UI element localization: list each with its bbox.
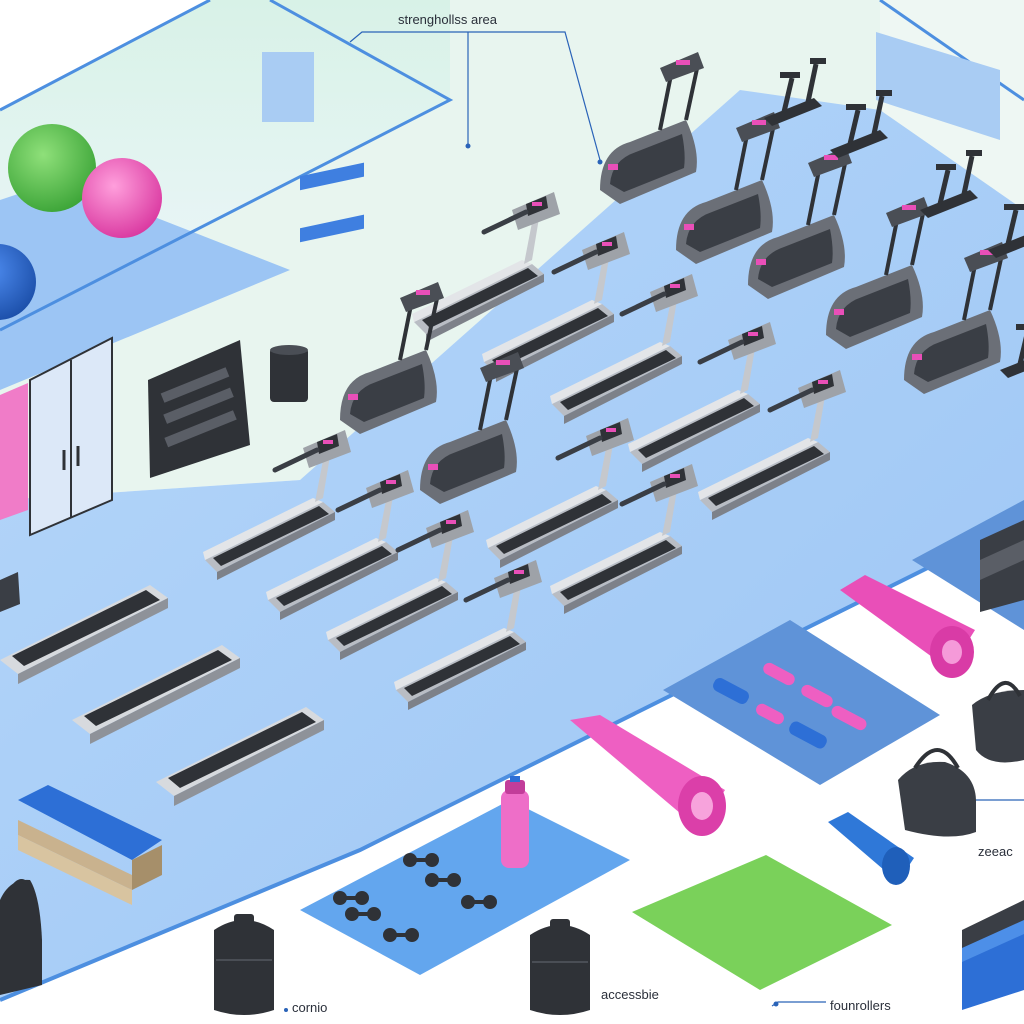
treadmill-group [0,192,846,806]
exercise-bike-icon[interactable] [830,90,892,158]
trash-bin-icon[interactable] [530,919,590,1015]
floor-mat-icon[interactable] [663,620,940,785]
gym-bag-icon[interactable] [0,879,42,995]
floor-mat-icon[interactable] [300,800,630,975]
floor-mat-icon[interactable] [632,855,892,990]
treadmill-icon[interactable] [203,430,351,580]
yoga-mat-icon[interactable] [570,715,726,836]
elliptical-icon[interactable] [420,352,524,504]
label-bottom-left: cornio [292,1000,327,1015]
annotation-right: zeeac [976,799,1024,859]
treadmill-icon[interactable] [628,322,776,472]
elliptical-group [340,52,1024,504]
towel-stack-icon[interactable] [980,520,1024,612]
dumbbell-icon[interactable] [333,853,497,942]
trash-bin-icon[interactable] [214,914,274,1015]
exercise-bike-icon[interactable] [764,58,826,126]
treadmill-icon[interactable] [326,510,474,660]
elliptical-icon[interactable] [826,197,930,349]
treadmill-icon[interactable] [412,192,560,342]
annotation-bottom-left: cornio [284,1000,327,1015]
label-strength-area: strenghollss area [398,12,498,27]
door-icon[interactable] [0,336,113,537]
wall-sign-icon [300,162,364,243]
treadmill-icon[interactable] [394,560,542,710]
water-bottle-icon[interactable] [501,776,529,868]
annotation-bottom-right: founrollers [771,998,891,1013]
elliptical-icon[interactable] [748,147,852,299]
treadmill-icon[interactable] [550,274,698,424]
treadmill-icon[interactable] [266,470,414,620]
exercise-ball-group [0,124,162,320]
exercise-bike-icon[interactable] [988,190,1024,258]
label-bottom-center: accessbie [601,987,659,1002]
gym-bag-icon[interactable] [898,748,976,837]
treadmill-icon[interactable] [0,585,168,684]
small-weights-icon[interactable] [711,661,869,751]
exercise-bike-icon[interactable] [1000,310,1024,378]
towel-stack-icon[interactable] [962,900,1024,1010]
annotation-bottom-center: accessbie [601,987,659,1002]
treadmill-icon[interactable] [550,464,698,614]
exercise-ball-icon[interactable] [0,244,36,320]
exercise-bike-icon[interactable] [920,150,982,218]
treadmill-icon[interactable] [0,572,20,612]
dumbbell-rack-icon[interactable] [148,340,250,478]
towel-stack-icon[interactable] [18,785,162,905]
treadmill-icon[interactable] [698,370,846,520]
treadmill-icon[interactable] [482,232,630,382]
foam-roller-icon[interactable] [828,812,914,885]
annotation-top: strenghollss area [349,12,603,165]
trash-bin-icon[interactable] [270,345,308,402]
exercise-ball-icon[interactable] [8,124,96,212]
elliptical-icon[interactable] [600,52,704,204]
accessory-zone [300,500,1024,1010]
exercise-ball-icon[interactable] [82,158,162,238]
yoga-mat-icon[interactable] [840,575,975,678]
gym-bag-icon[interactable] [972,681,1024,763]
label-right: zeeac [978,844,1013,859]
label-bottom-right: founrollers [830,998,891,1013]
treadmill-icon[interactable] [72,645,240,744]
elliptical-icon[interactable] [340,282,444,434]
treadmill-icon[interactable] [156,707,324,806]
treadmill-icon[interactable] [486,418,634,568]
